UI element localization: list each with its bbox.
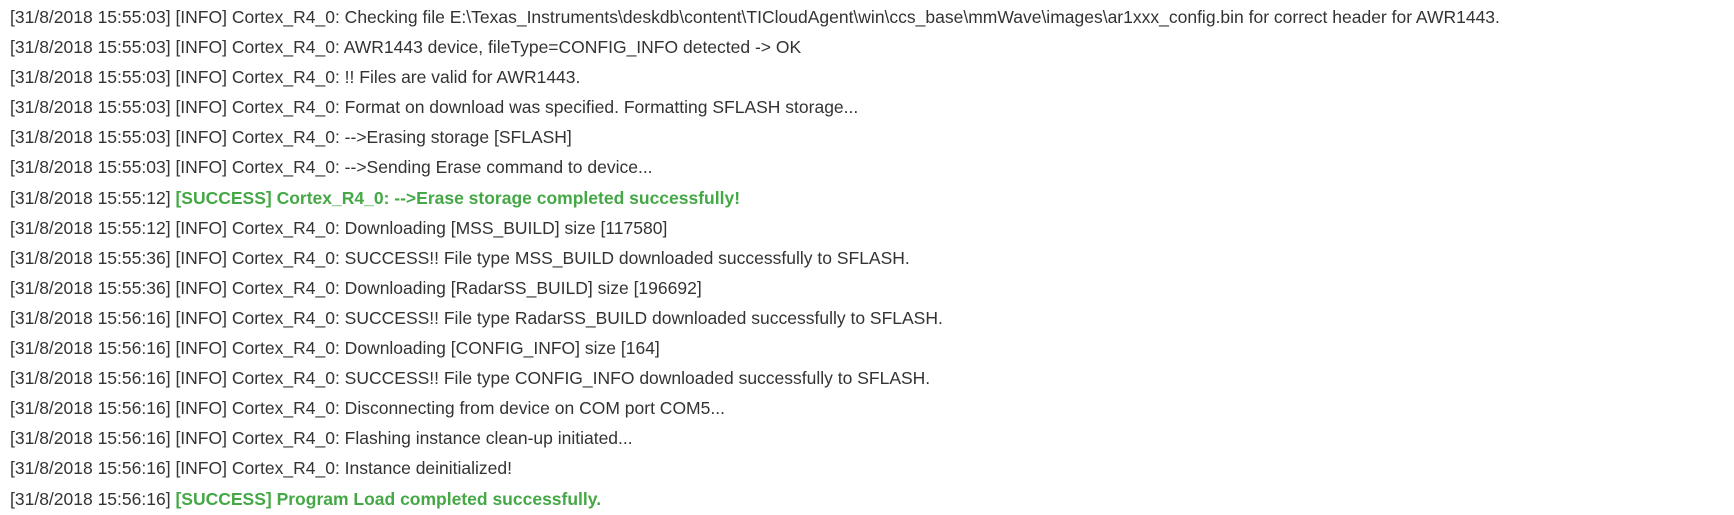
log-message: Cortex_R4_0: Downloading [MSS_BUILD] siz… [231,217,668,238]
log-timestamp: [31/8/2018 15:55:12] [10,217,171,238]
log-message: Cortex_R4_0: Downloading [RadarSS_BUILD]… [231,277,702,298]
log-timestamp: [31/8/2018 15:56:16] [10,428,171,449]
log-line: [31/8/2018 15:55:03] [INFO] Cortex_R4_0:… [0,92,1734,122]
log-timestamp: [31/8/2018 15:55:03] [10,67,171,88]
log-timestamp: [31/8/2018 15:56:16] [10,307,171,328]
log-line: [31/8/2018 15:56:16] [INFO] Cortex_R4_0:… [0,363,1734,393]
log-timestamp: [31/8/2018 15:56:16] [10,338,171,359]
log-level: [SUCCESS] [175,488,272,509]
log-level: [INFO] [175,338,227,359]
log-message: Cortex_R4_0: -->Sending Erase command to… [231,157,653,178]
log-message: Cortex_R4_0: Downloading [CONFIG_INFO] s… [231,338,660,359]
log-message: Cortex_R4_0: Disconnecting from device o… [231,398,725,419]
log-timestamp: [31/8/2018 15:55:03] [10,37,171,58]
log-level: [SUCCESS] [175,187,272,208]
log-level: [INFO] [175,458,227,479]
log-message: Cortex_R4_0: SUCCESS!! File type CONFIG_… [231,368,931,389]
log-line-success: [31/8/2018 15:56:16] [SUCCESS] Program L… [0,484,1734,514]
log-timestamp: [31/8/2018 15:55:03] [10,97,171,118]
log-message: Cortex_R4_0: Instance deinitialized! [231,458,513,479]
log-level: [INFO] [175,7,227,27]
log-line: [31/8/2018 15:55:03] [INFO] Cortex_R4_0:… [0,2,1734,32]
log-line: [31/8/2018 15:56:16] [INFO] Cortex_R4_0:… [0,453,1734,483]
log-message: Cortex_R4_0: -->Erase storage completed … [276,187,741,208]
log-line: [31/8/2018 15:56:16] [INFO] Cortex_R4_0:… [0,333,1734,363]
log-message: Cortex_R4_0: Format on download was spec… [231,97,859,118]
log-level: [INFO] [175,368,227,389]
log-timestamp: [31/8/2018 15:55:03] [10,7,171,27]
log-line-success: [31/8/2018 15:55:12] [SUCCESS] Cortex_R4… [0,183,1734,213]
log-message: Cortex_R4_0: SUCCESS!! File type RadarSS… [231,307,943,328]
log-line: [31/8/2018 15:55:03] [INFO] Cortex_R4_0:… [0,152,1734,182]
log-message: Cortex_R4_0: Checking file E:\Texas_Inst… [231,7,1500,27]
log-message: Cortex_R4_0: !! Files are valid for AWR1… [231,67,581,88]
log-timestamp: [31/8/2018 15:55:36] [10,247,171,268]
log-timestamp: [31/8/2018 15:56:16] [10,488,171,509]
log-message: Program Load completed successfully. [276,488,602,509]
log-line: [31/8/2018 15:55:03] [INFO] Cortex_R4_0:… [0,122,1734,152]
log-line: [31/8/2018 15:56:16] [INFO] Cortex_R4_0:… [0,423,1734,453]
log-line: [31/8/2018 15:55:03] [INFO] Cortex_R4_0:… [0,62,1734,92]
log-level: [INFO] [175,37,227,58]
log-level: [INFO] [175,428,227,449]
log-level: [INFO] [175,97,227,118]
log-line: [31/8/2018 15:55:36] [INFO] Cortex_R4_0:… [0,243,1734,273]
log-level: [INFO] [175,127,227,148]
log-line: [31/8/2018 15:56:16] [INFO] Cortex_R4_0:… [0,303,1734,333]
log-level: [INFO] [175,217,227,238]
log-level: [INFO] [175,307,227,328]
log-timestamp: [31/8/2018 15:55:12] [10,187,171,208]
log-level: [INFO] [175,247,227,268]
log-line: [31/8/2018 15:55:36] [INFO] Cortex_R4_0:… [0,273,1734,303]
log-timestamp: [31/8/2018 15:56:16] [10,458,171,479]
log-timestamp: [31/8/2018 15:55:03] [10,127,171,148]
log-line: [31/8/2018 15:55:12] [INFO] Cortex_R4_0:… [0,213,1734,243]
log-level: [INFO] [175,277,227,298]
log-level: [INFO] [175,67,227,88]
log-message: Cortex_R4_0: SUCCESS!! File type MSS_BUI… [231,247,910,268]
log-line: [31/8/2018 15:56:16] [INFO] Cortex_R4_0:… [0,393,1734,423]
log-timestamp: [31/8/2018 15:55:36] [10,277,171,298]
log-level: [INFO] [175,157,227,178]
log-message: Cortex_R4_0: -->Erasing storage [SFLASH] [231,127,572,148]
log-timestamp: [31/8/2018 15:56:16] [10,398,171,419]
log-level: [INFO] [175,398,227,419]
log-message: Cortex_R4_0: AWR1443 device, fileType=CO… [231,37,802,58]
log-timestamp: [31/8/2018 15:55:03] [10,157,171,178]
log-message: Cortex_R4_0: Flashing instance clean-up … [231,428,633,449]
log-timestamp: [31/8/2018 15:56:16] [10,368,171,389]
log-line: [31/8/2018 15:55:03] [INFO] Cortex_R4_0:… [0,32,1734,62]
